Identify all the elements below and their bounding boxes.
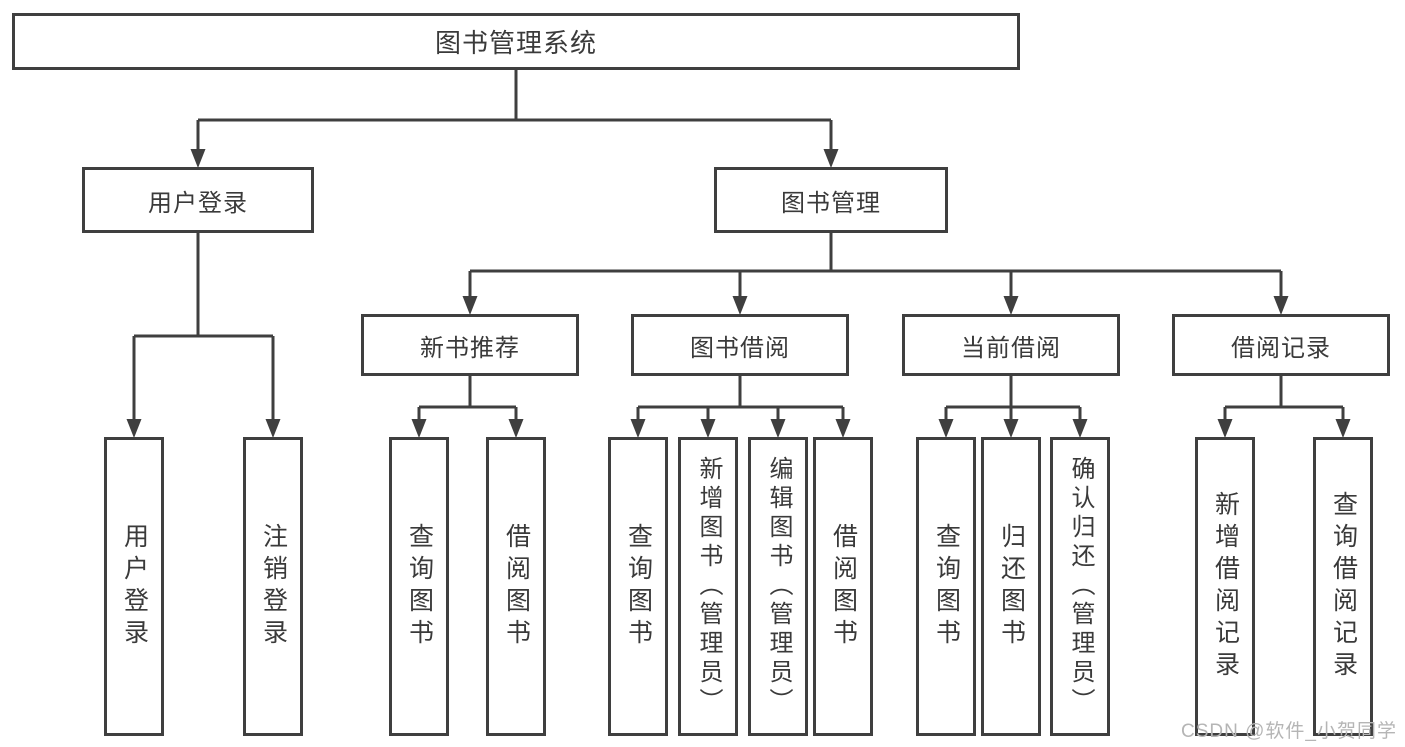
- node-label: 借阅记录: [1231, 334, 1331, 362]
- node-book-borrowing: 图书借阅: [631, 314, 849, 376]
- node-label: 当前借阅: [961, 334, 1061, 362]
- node-label: 借阅图书: [829, 522, 858, 651]
- node-label: 查询借阅记录: [1329, 490, 1358, 683]
- leaf-edit-books-admin: 编辑图书（管理员）: [748, 437, 808, 736]
- node-current-borrowing: 当前借阅: [902, 314, 1120, 376]
- leaf-query-books-recommend: 查询图书: [389, 437, 449, 736]
- leaf-query-borrow-record: 查询借阅记录: [1313, 437, 1373, 736]
- node-label: 图书管理系统: [434, 28, 597, 58]
- node-label: 查询图书: [624, 522, 653, 651]
- node-label: 归还图书: [997, 522, 1026, 651]
- node-label: 查询图书: [932, 522, 961, 651]
- node-new-book-recommendation: 新书推荐: [361, 314, 579, 376]
- leaf-borrow-books-recommend: 借阅图书: [486, 437, 546, 736]
- leaf-confirm-return-admin: 确认归还（管理员）: [1050, 437, 1110, 736]
- connector-group: [126, 70, 1351, 438]
- node-label: 新增图书（管理员）: [695, 456, 722, 717]
- leaf-add-books-admin: 新增图书（管理员）: [678, 437, 738, 736]
- node-label: 新增借阅记录: [1211, 490, 1240, 683]
- leaf-user-login: 用户登录: [104, 437, 164, 736]
- node-label: 图书管理: [781, 189, 881, 217]
- node-label: 新书推荐: [420, 334, 520, 362]
- leaf-return-books: 归还图书: [981, 437, 1041, 736]
- node-label: 用户登录: [120, 522, 149, 651]
- node-label: 查询图书: [405, 522, 434, 651]
- leaf-query-books-current: 查询图书: [916, 437, 976, 736]
- node-user-login-branch: 用户登录: [82, 167, 314, 233]
- leaf-query-books-borrow: 查询图书: [608, 437, 668, 736]
- node-label: 确认归还（管理员）: [1067, 456, 1094, 717]
- node-book-management-branch: 图书管理: [714, 167, 948, 233]
- csdn-watermark: CSDN @软件_小贺同学: [1181, 721, 1397, 742]
- node-label: 图书借阅: [690, 334, 790, 362]
- leaf-logout: 注销登录: [243, 437, 303, 736]
- node-borrowing-records: 借阅记录: [1172, 314, 1390, 376]
- node-label: 用户登录: [148, 189, 248, 217]
- leaf-borrow-books: 借阅图书: [813, 437, 873, 736]
- leaf-add-borrow-record: 新增借阅记录: [1195, 437, 1255, 736]
- node-label: 借阅图书: [502, 522, 531, 651]
- node-label: 编辑图书（管理员）: [765, 456, 792, 717]
- node-label: 注销登录: [259, 522, 288, 651]
- node-library-management-system: 图书管理系统: [12, 13, 1020, 70]
